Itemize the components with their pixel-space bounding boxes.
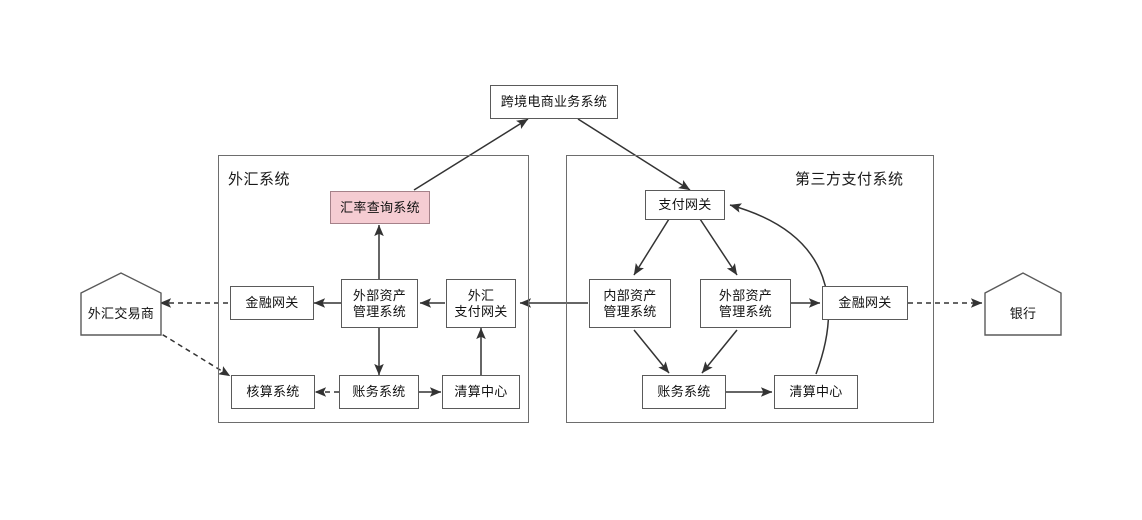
node-fx-financial-gateway[interactable]: 金融网关 [230, 286, 314, 320]
node-tpp-external-asset-management-system[interactable]: 外部资产 管理系统 [700, 279, 791, 328]
node-fx-accounting-system[interactable]: 核算系统 [231, 375, 315, 409]
node-fx-clearing-center[interactable]: 清算中心 [442, 375, 520, 409]
group-third-party-payment-system [566, 155, 934, 423]
group-title-third-party-payment-system: 第三方支付系统 [795, 171, 904, 188]
node-tpp-internal-asset-management-system[interactable]: 内部资产 管理系统 [589, 279, 671, 328]
node-rate-query-system[interactable]: 汇率查询系统 [330, 191, 430, 224]
group-title-foreign-exchange-system: 外汇系统 [228, 171, 291, 188]
node-tpp-clearing-center[interactable]: 清算中心 [774, 375, 858, 409]
pentagon-shape-fx-trader [80, 272, 162, 336]
node-ecom-business-system[interactable]: 跨境电商业务系统 [490, 85, 618, 119]
group-foreign-exchange-system [218, 155, 529, 423]
node-tpp-payment-gateway[interactable]: 支付网关 [645, 190, 725, 220]
node-fx-external-asset-management-system[interactable]: 外部资产 管理系统 [341, 279, 418, 328]
node-tpp-financial-gateway[interactable]: 金融网关 [822, 286, 908, 320]
actor-label-bank: 银行 [1009, 306, 1037, 321]
actor-bank[interactable]: 银行 [984, 272, 1062, 336]
actor-label-fx-trader: 外汇交易商 [87, 306, 155, 321]
node-tpp-ledger-system[interactable]: 账务系统 [642, 375, 726, 409]
node-fx-ledger-system[interactable]: 账务系统 [339, 375, 419, 409]
actor-fx-trader[interactable]: 外汇交易商 [80, 272, 162, 336]
node-fx-payment-gateway[interactable]: 外汇 支付网关 [446, 279, 516, 328]
pentagon-shape-bank [984, 272, 1062, 336]
